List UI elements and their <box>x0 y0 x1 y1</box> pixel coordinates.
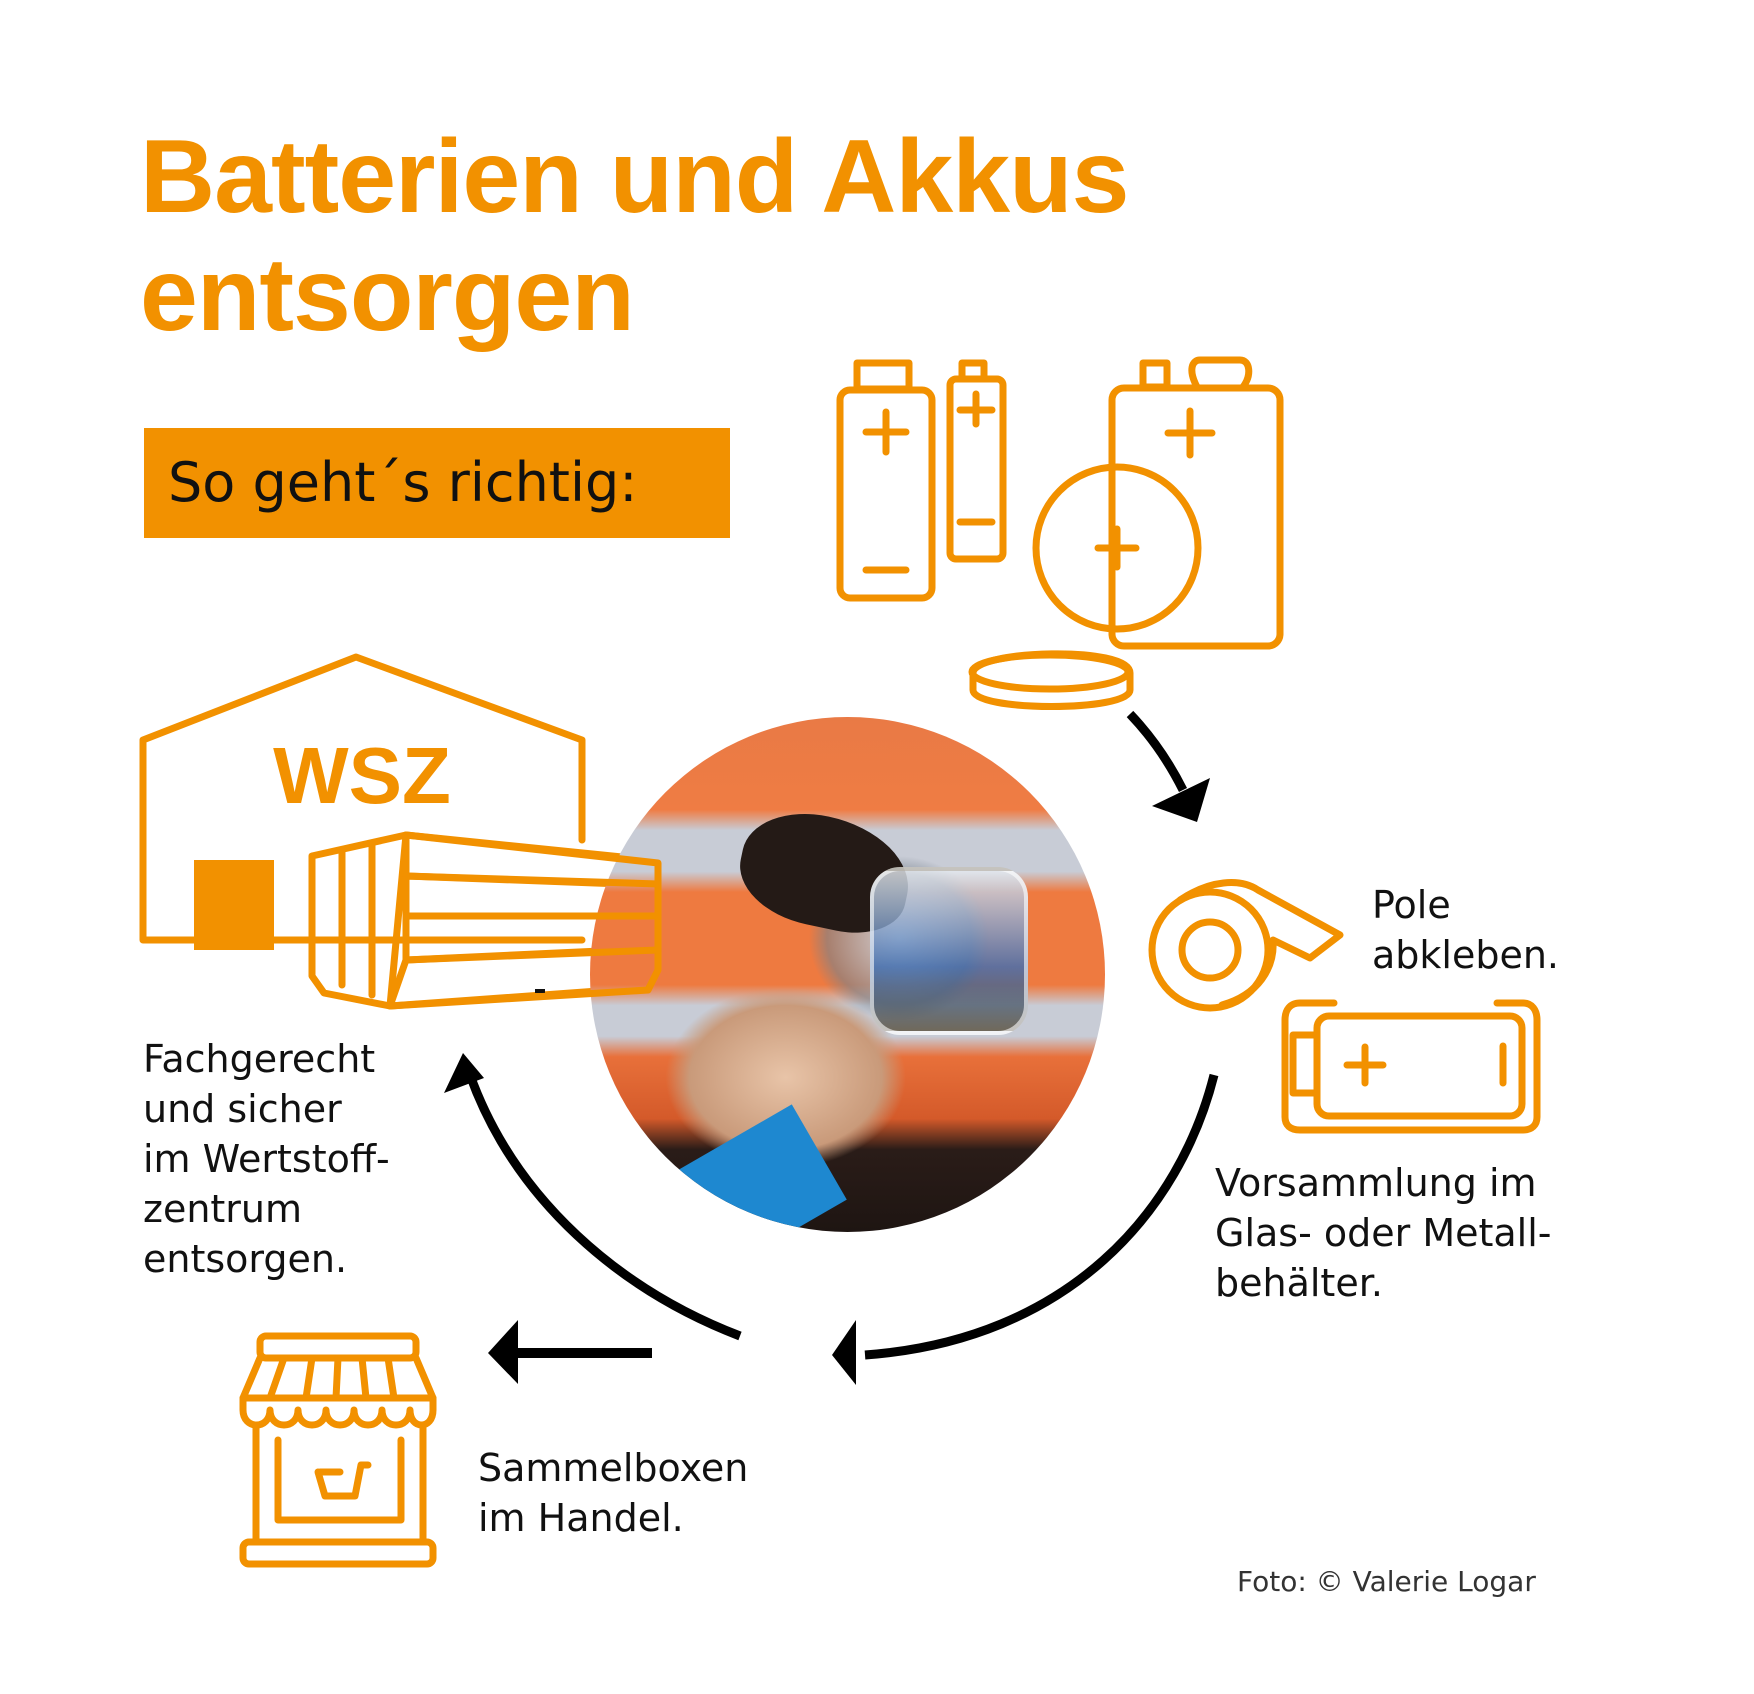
battery-jar <box>870 867 1028 1035</box>
arrow-curve-up-left-icon <box>444 1053 742 1341</box>
arrow-left-icon <box>488 1320 652 1384</box>
title-line-1: Batterien und Akkus <box>140 119 1129 235</box>
arrow-down-right-icon <box>1126 710 1210 822</box>
batteries-icon <box>836 356 1284 710</box>
wsz-label: WSZ <box>273 731 451 820</box>
title-line-2: entsorgen <box>140 237 635 353</box>
step-container-label: Vorsammlung im Glas- oder Metall- behält… <box>1215 1161 1552 1305</box>
arrow-curve-to-bottom-icon <box>832 1073 1219 1385</box>
subtitle-badge: So geht´s richtig: <box>144 428 730 538</box>
container-overlay <box>386 831 662 1010</box>
battery-jar-photo <box>590 717 1105 1232</box>
step-wsz-label: Fachgerecht und sicher im Wertstoff- zen… <box>143 1037 390 1281</box>
battery-container-icon <box>1281 999 1541 1134</box>
step-tape-label: Pole abkleben. <box>1372 883 1560 977</box>
shop-cart-icon <box>239 1332 437 1568</box>
photo-credit: Foto: © Valerie Logar <box>1237 1565 1536 1598</box>
stray-dash <box>535 989 545 993</box>
recycling-center-icon: WSZ <box>139 653 626 1010</box>
page-title: Batterien und Akkus entsorgen <box>140 118 1129 354</box>
tape-roll-icon <box>1148 879 1344 1012</box>
step-shop-label: Sammelboxen im Handel. <box>478 1446 749 1540</box>
